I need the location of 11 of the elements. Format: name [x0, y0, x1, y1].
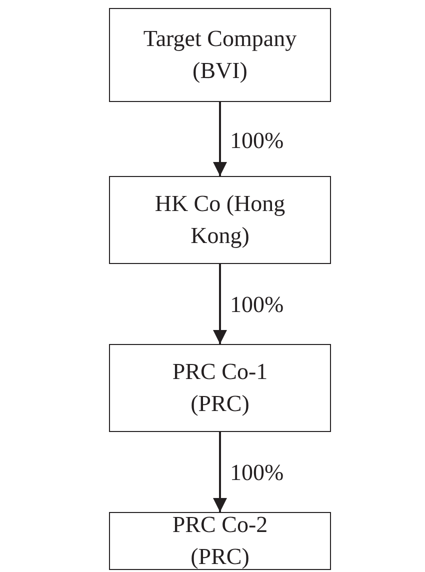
- entity-name: PRC Co-2 (PRC): [171, 511, 269, 571]
- entity-name: PRC Co-1 (PRC): [171, 358, 269, 418]
- entity-box: [109, 344, 331, 432]
- arrow: [213, 102, 227, 176]
- arrow: [213, 264, 227, 344]
- entity-box: [109, 176, 331, 264]
- entity-name: Target Company (BVI): [142, 25, 298, 85]
- entity-box: [109, 512, 331, 570]
- entity-name: HK Co (Hong Kong): [154, 190, 286, 250]
- arrow: [213, 432, 227, 512]
- entity-box: [109, 8, 331, 102]
